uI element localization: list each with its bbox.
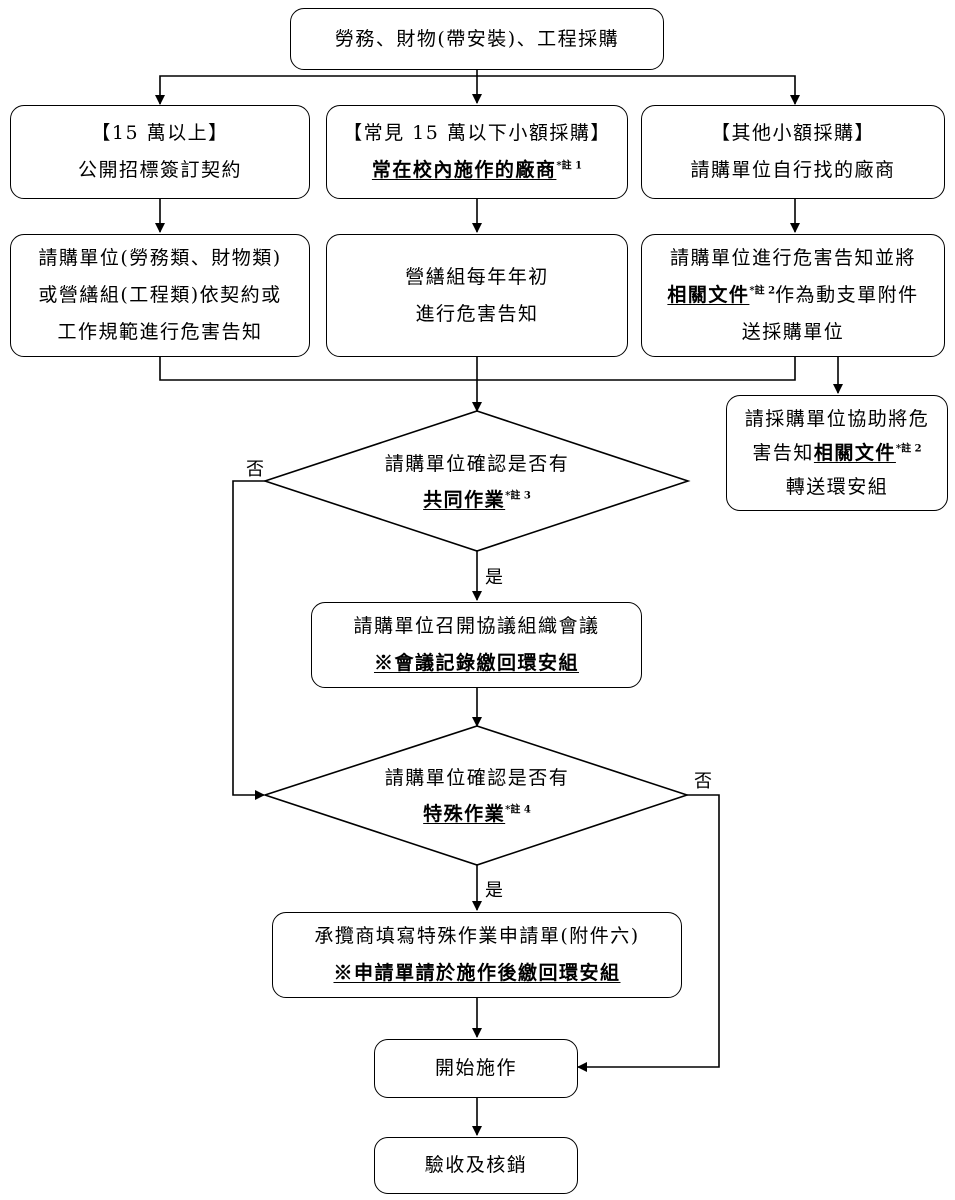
decision2-no-label: 否 <box>694 771 712 792</box>
end-text: 驗收及核銷 <box>424 1154 528 1176</box>
decision2-diamond <box>262 725 690 866</box>
start-box: 開始施作 <box>374 1039 578 1098</box>
decision2-line1: 請購單位確認是否有 <box>384 767 570 789</box>
left-box: 【15 萬以上】 公開招標簽訂契約 <box>10 105 310 199</box>
mid2-line1: 營繕組每年年初 <box>405 265 549 288</box>
decision1-line1: 請購單位確認是否有 <box>384 453 570 475</box>
branch-connector <box>159 75 796 103</box>
decision1-no-label: 否 <box>246 459 264 480</box>
left-line1: 【15 萬以上】 <box>91 122 229 144</box>
right3-line2-bold: 相關文件 <box>813 442 896 464</box>
decision1-line2-wrap: 共同作業*註 3 <box>327 482 627 518</box>
contractor-line1: 承攬商填寫特殊作業申請單(附件六) <box>314 925 640 947</box>
meeting-box: 請購單位召開協議組織會議 ※會議記錄繳回環安組 <box>311 602 642 688</box>
left-line2: 公開招標簽訂契約 <box>77 159 242 181</box>
mid-line2: 常在校內施作的廠商 <box>371 159 557 181</box>
right3-line2-pre: 害告知 <box>752 442 814 464</box>
end-box: 驗收及核銷 <box>374 1137 578 1194</box>
right3-line3: 轉送環安組 <box>785 476 889 498</box>
right2-note: *註 2 <box>749 285 776 297</box>
right-line1: 【其他小額採購】 <box>710 122 875 144</box>
decision2-note: *註 4 <box>505 804 531 816</box>
decision1-diamond <box>262 410 691 552</box>
left2-box: 請購單位(勞務類、財物類) 或營繕組(工程類)依契約或 工作規範進行危害告知 <box>10 234 310 357</box>
meeting-line1: 請購單位召開協議組織會議 <box>353 615 600 637</box>
arrow-decision2-no <box>577 794 720 1072</box>
right2-line1: 請購單位進行危害告知並將 <box>669 247 916 269</box>
right2-box: 請購單位進行危害告知並將 相關文件*註 2作為動支單附件 送採購單位 <box>641 234 945 357</box>
mid-box: 【常見 15 萬以下小額採購】 常在校內施作的廠商*註 1 <box>326 105 628 199</box>
right2-line2-bold: 相關文件 <box>667 284 750 306</box>
left2-line3: 工作規範進行危害告知 <box>57 321 263 343</box>
right3-line1: 請採購單位協助將危 <box>744 408 930 430</box>
right-box: 【其他小額採購】 請購單位自行找的廠商 <box>641 105 945 199</box>
right3-box: 請採購單位協助將危 害告知相關文件*註 2 轉送環安組 <box>726 395 948 511</box>
right2-line3: 送採購單位 <box>741 321 845 343</box>
decision2-yes-label: 是 <box>485 880 503 901</box>
top-text: 勞務、財物(帶安裝)、工程採購 <box>334 27 620 50</box>
right3-line2-wrap: 害告知相關文件*註 2 <box>752 436 921 470</box>
right-line2: 請購單位自行找的廠商 <box>690 159 896 181</box>
start-text: 開始施作 <box>434 1057 517 1079</box>
decision1-note: *註 3 <box>505 490 531 502</box>
contractor-box: 承攬商填寫特殊作業申請單(附件六) ※申請單請於施作後繳回環安組 <box>272 912 682 998</box>
mid-note: *註 1 <box>556 160 583 172</box>
right2-line2-rest: 作為動支單附件 <box>775 284 919 306</box>
meeting-line2: ※會議記錄繳回環安組 <box>373 652 579 674</box>
mid2-box: 營繕組每年年初 進行危害告知 <box>326 234 628 357</box>
decision2-line2: 特殊作業 <box>423 803 506 825</box>
mid2-line2: 進行危害告知 <box>415 302 539 325</box>
decision1-line2: 共同作業 <box>423 489 506 511</box>
decision1-text: 請購單位確認是否有 共同作業*註 3 <box>327 446 627 518</box>
top-box: 勞務、財物(帶安裝)、工程採購 <box>290 8 664 70</box>
arrow-decision1-no <box>232 480 265 800</box>
mid-line1: 【常見 15 萬以下小額採購】 <box>343 122 611 144</box>
decision2-text: 請購單位確認是否有 特殊作業*註 4 <box>327 760 627 832</box>
left2-line2: 或營繕組(工程類)依契約或 <box>38 284 282 306</box>
decision1-yes-label: 是 <box>485 567 503 588</box>
right2-line2-wrap: 相關文件*註 2作為動支單附件 <box>667 277 918 314</box>
contractor-line2: ※申請單請於施作後繳回環安組 <box>333 962 621 984</box>
left2-line1: 請購單位(勞務類、財物類) <box>38 247 282 269</box>
right3-note: *註 2 <box>895 443 922 455</box>
mid-line2-wrap: 常在校內施作的廠商*註 1 <box>372 152 582 189</box>
decision2-line2-wrap: 特殊作業*註 4 <box>327 796 627 832</box>
